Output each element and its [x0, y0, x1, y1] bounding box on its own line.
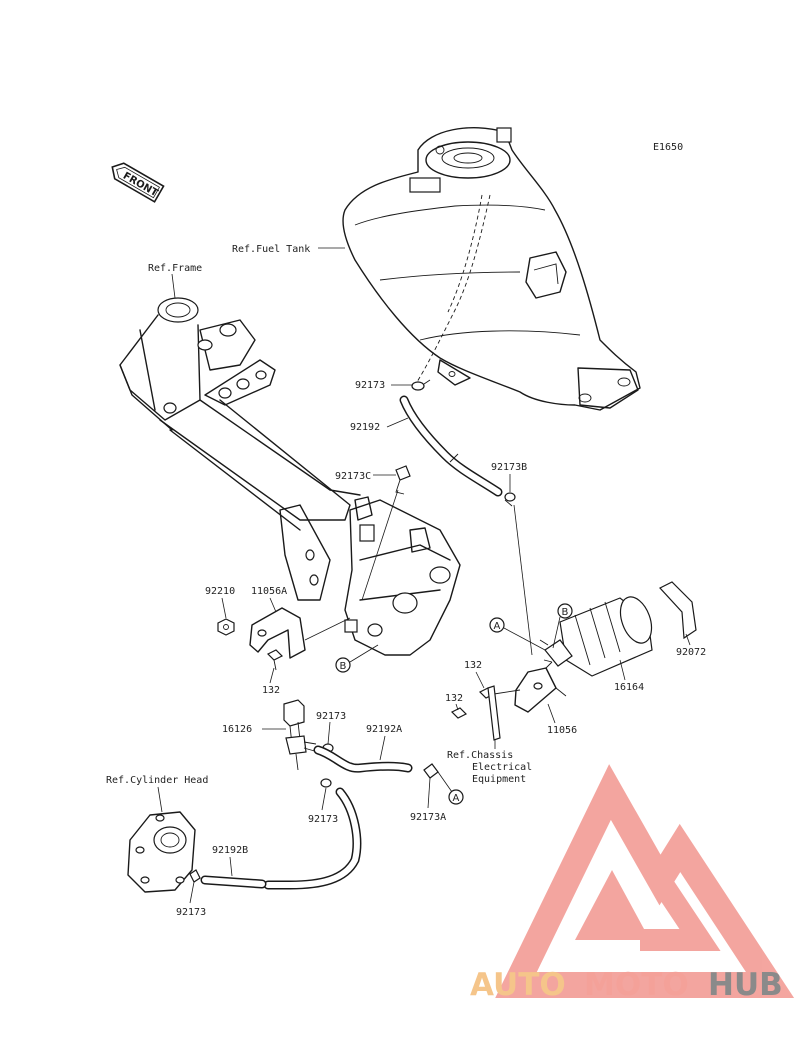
nut-92210: [217, 618, 235, 636]
label-16164: 16164: [614, 682, 644, 693]
frame: [119, 297, 461, 656]
bolt-132-right2: [450, 707, 468, 719]
clamp-92173B: [504, 492, 516, 507]
bolt-132-left: [266, 649, 284, 671]
label-132-left: 132: [262, 685, 280, 696]
svg-text:MOTO: MOTO: [584, 967, 689, 1003]
chassis-strap: [487, 685, 501, 741]
watermark-text: AUTO MOTO HUB: [470, 967, 783, 1003]
canister-16164: [539, 596, 653, 677]
label-11056A: 11056A: [251, 586, 287, 597]
label-92173-low: 92173: [308, 814, 338, 825]
ref-frame: Ref.Frame: [148, 263, 202, 274]
svg-text:B: B: [340, 661, 347, 672]
callout-A-right: A: [489, 617, 505, 633]
label-92072: 92072: [676, 647, 706, 658]
ref-cylinder-head: Ref.Cylinder Head: [106, 775, 208, 786]
clamp-92173C: [395, 465, 411, 495]
label-92173C: 92173C: [335, 471, 371, 482]
svg-text:AUTO: AUTO: [470, 967, 566, 1003]
clamp-92173A: [423, 763, 439, 779]
svg-text:A: A: [453, 793, 460, 804]
clamp-92173-top: [411, 379, 431, 391]
callout-A-left: A: [448, 789, 464, 805]
svg-text:B: B: [562, 607, 569, 618]
label-132-right1: 132: [464, 660, 482, 671]
label-92192B: 92192B: [212, 845, 248, 856]
label-92173B: 92173B: [491, 462, 527, 473]
valve-16126: [283, 699, 319, 771]
callout-B-right: B: [557, 603, 573, 619]
clamp-92173-low: [320, 778, 332, 788]
diagram-code: E1650: [653, 142, 683, 153]
label-92210: 92210: [205, 586, 235, 597]
label-92173-bottom: 92173: [176, 907, 206, 918]
bracket-11056A: [249, 607, 306, 659]
callout-B-left: B: [335, 657, 351, 673]
ref-chassis-line1: Ref.Chassis: [447, 750, 513, 761]
svg-text:HUB: HUB: [708, 967, 783, 1003]
label-92192: 92192: [350, 422, 380, 433]
label-92192A: 92192A: [366, 724, 402, 735]
ref-chassis-line2: Electrical: [472, 762, 532, 773]
watermark-logo: [495, 764, 795, 998]
label-92173-top: 92173: [355, 380, 385, 391]
bolt-132-right1: [478, 687, 521, 699]
fuel-tank: [342, 127, 641, 411]
front-arrow-icon: FRONT: [111, 162, 165, 203]
strap-92072: [659, 581, 697, 640]
clamp-92173-bottom: [189, 869, 201, 883]
ref-fuel-tank: Ref.Fuel Tank: [232, 244, 310, 255]
ref-chassis-line3: Equipment: [472, 774, 526, 785]
cylinder-head: [127, 811, 196, 893]
bracket-11056: [514, 661, 567, 713]
label-92173-mid: 92173: [316, 711, 346, 722]
label-11056: 11056: [547, 725, 577, 736]
label-92173A: 92173A: [410, 812, 446, 823]
svg-text:A: A: [494, 621, 501, 632]
label-132-right2: 132: [445, 693, 463, 704]
label-16126: 16126: [222, 724, 252, 735]
